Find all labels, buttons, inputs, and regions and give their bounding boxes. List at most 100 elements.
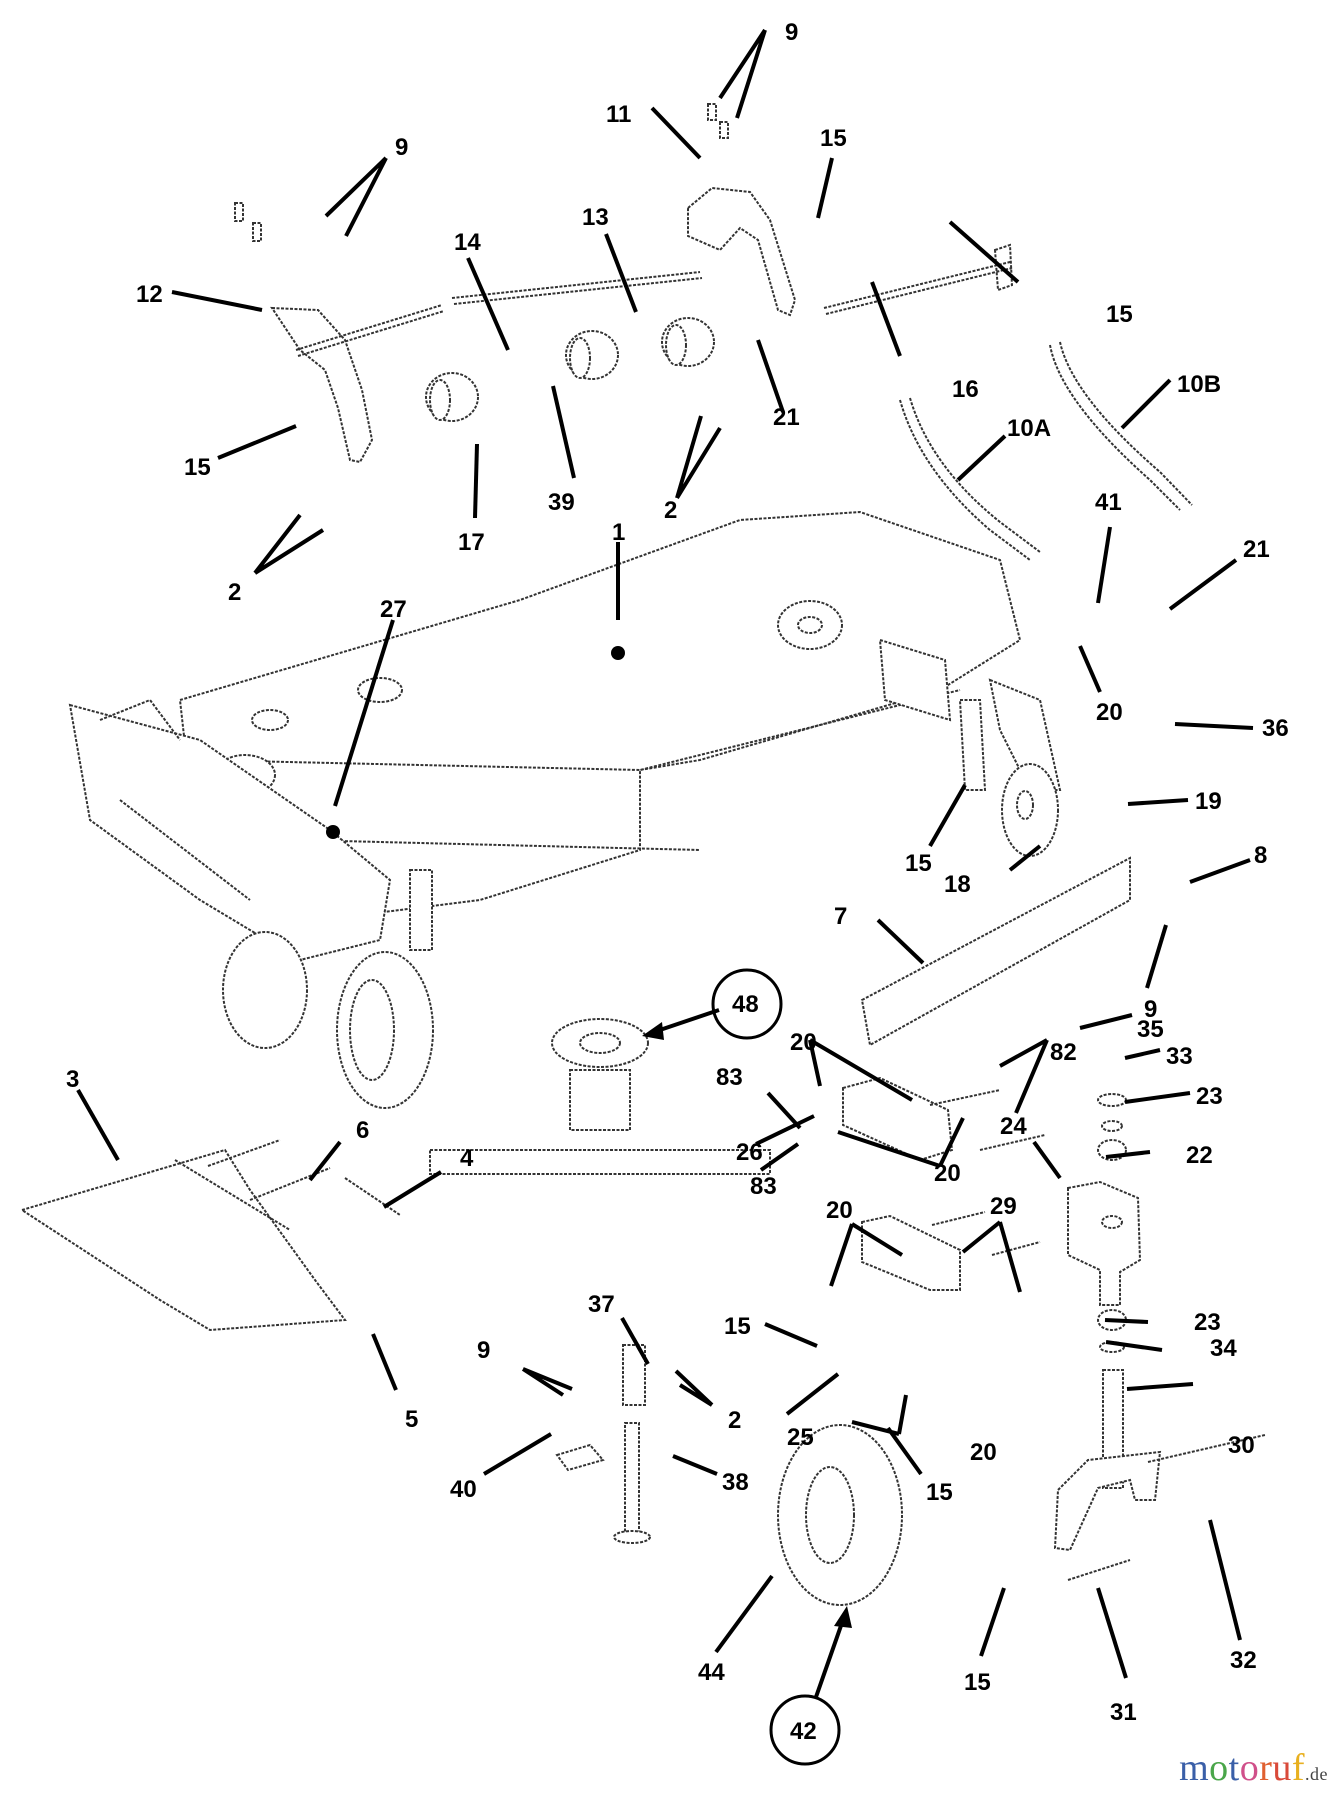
callout-83: 83 xyxy=(750,1173,777,1200)
callout-12: 12 xyxy=(136,281,163,308)
part-17-roller xyxy=(425,372,479,422)
callout-33: 33 xyxy=(1166,1043,1193,1070)
callout-37: 37 xyxy=(588,1291,615,1318)
watermark-tld: .de xyxy=(1305,1764,1328,1784)
part-11-bracket-right xyxy=(687,186,797,317)
callout-15: 15 xyxy=(926,1479,953,1506)
callout-21: 21 xyxy=(773,404,800,431)
callout-15: 15 xyxy=(184,454,211,481)
part-3-discharge-chute xyxy=(19,1148,347,1332)
watermark-letter: f xyxy=(1291,1747,1305,1789)
callout-32: 32 xyxy=(1230,1647,1257,1674)
callout-9: 9 xyxy=(477,1337,490,1364)
part-4-rod xyxy=(344,1177,401,1216)
callout-labels: 9 11 15 9 12 14 13 15 16 10B 10A 15 17 3… xyxy=(66,19,1289,1745)
arrow-head-42 xyxy=(834,1606,852,1628)
bolts-9-top xyxy=(234,103,729,242)
callout-34: 34 xyxy=(1210,1335,1237,1362)
watermark-letter: o xyxy=(1239,1747,1260,1789)
callout-48: 48 xyxy=(732,991,759,1018)
callout-9: 9 xyxy=(1144,996,1157,1023)
callout-15: 15 xyxy=(905,850,932,877)
callout-20: 20 xyxy=(970,1439,997,1466)
deck-right-brackets xyxy=(878,638,1062,791)
watermark-letter: u xyxy=(1272,1747,1292,1789)
callout-2: 2 xyxy=(228,579,241,606)
callout-2: 2 xyxy=(728,1407,741,1434)
watermark-letter: r xyxy=(1259,1747,1273,1789)
callout-15: 15 xyxy=(724,1313,751,1340)
part-6-chute-bracket xyxy=(174,1139,331,1231)
part-30-fork xyxy=(1053,1369,1266,1581)
callout-circle-48 xyxy=(711,968,783,1040)
part-10a-arm xyxy=(899,397,1041,561)
callout-35: 35 xyxy=(1137,1016,1164,1043)
callout-29: 29 xyxy=(990,1193,1017,1220)
part-12-bracket-left xyxy=(270,306,374,464)
callout-6: 6 xyxy=(356,1117,369,1144)
callout-20: 20 xyxy=(790,1029,817,1056)
leader-lines xyxy=(76,28,1254,1698)
callout-24: 24 xyxy=(1000,1113,1027,1140)
part-42-wheel xyxy=(777,1424,903,1606)
part-37-38-height-pin xyxy=(555,1344,651,1544)
watermark-letter: o xyxy=(1209,1747,1229,1789)
callout-21: 21 xyxy=(1243,536,1270,563)
callout-19: 19 xyxy=(1195,788,1222,815)
callout-16: 16 xyxy=(952,376,979,403)
part-25-arm xyxy=(861,1214,961,1291)
bolts-82-29 xyxy=(929,1089,1046,1256)
callout-1: 1 xyxy=(612,519,625,546)
callout-18: 18 xyxy=(944,871,971,898)
callout-8: 8 xyxy=(1254,842,1267,869)
callout-20: 20 xyxy=(1096,699,1123,726)
callout-2: 2 xyxy=(664,497,677,524)
callout-9: 9 xyxy=(785,19,798,46)
deck-left-frame xyxy=(68,698,392,962)
watermark-letter: m xyxy=(1179,1747,1210,1789)
callout-11: 11 xyxy=(606,101,631,128)
roller-pair xyxy=(565,317,715,380)
arrow-head-48 xyxy=(642,1022,664,1040)
callout-10b: 10B xyxy=(1177,371,1221,398)
callout-27: 27 xyxy=(380,596,407,623)
callout-4: 4 xyxy=(460,1145,474,1172)
callout-17: 17 xyxy=(458,529,485,556)
part-18-wheel xyxy=(1001,763,1059,857)
part-16-rod xyxy=(823,243,1014,315)
watermark-letter: t xyxy=(1228,1747,1240,1789)
callout-13: 13 xyxy=(582,204,609,231)
caster-wheels xyxy=(222,869,434,1109)
watermark-logo: motoruf.de xyxy=(1179,1746,1328,1790)
callout-82: 82 xyxy=(1050,1039,1077,1066)
callout-42: 42 xyxy=(790,1718,817,1745)
callout-15: 15 xyxy=(1106,301,1133,328)
callout-3: 3 xyxy=(66,1066,79,1093)
part-14-rod xyxy=(295,304,445,357)
callout-20: 20 xyxy=(934,1160,961,1187)
callout-36: 36 xyxy=(1262,715,1289,742)
callout-30: 30 xyxy=(1228,1432,1255,1459)
callout-83: 83 xyxy=(716,1064,743,1091)
callout-38: 38 xyxy=(722,1469,749,1496)
callout-23: 23 xyxy=(1196,1083,1223,1110)
callout-15: 15 xyxy=(820,125,847,152)
callout-31: 31 xyxy=(1110,1699,1137,1726)
callout-23: 23 xyxy=(1194,1309,1221,1336)
callout-14: 14 xyxy=(454,229,481,256)
part-13-rod xyxy=(451,271,703,305)
leader-dot-27 xyxy=(326,825,340,839)
callout-44: 44 xyxy=(698,1659,725,1686)
part-48-spindle xyxy=(429,1018,771,1175)
callout-25: 25 xyxy=(787,1424,814,1451)
callout-39: 39 xyxy=(548,489,575,516)
callout-22: 22 xyxy=(1186,1142,1213,1169)
callout-15: 15 xyxy=(964,1669,991,1696)
callout-20: 20 xyxy=(826,1197,853,1224)
part-26-arm xyxy=(842,1076,954,1162)
part-22-caster-yoke xyxy=(1067,1093,1142,1353)
callout-9: 9 xyxy=(395,134,408,161)
callout-5: 5 xyxy=(405,1406,418,1433)
callout-26: 26 xyxy=(736,1139,763,1166)
